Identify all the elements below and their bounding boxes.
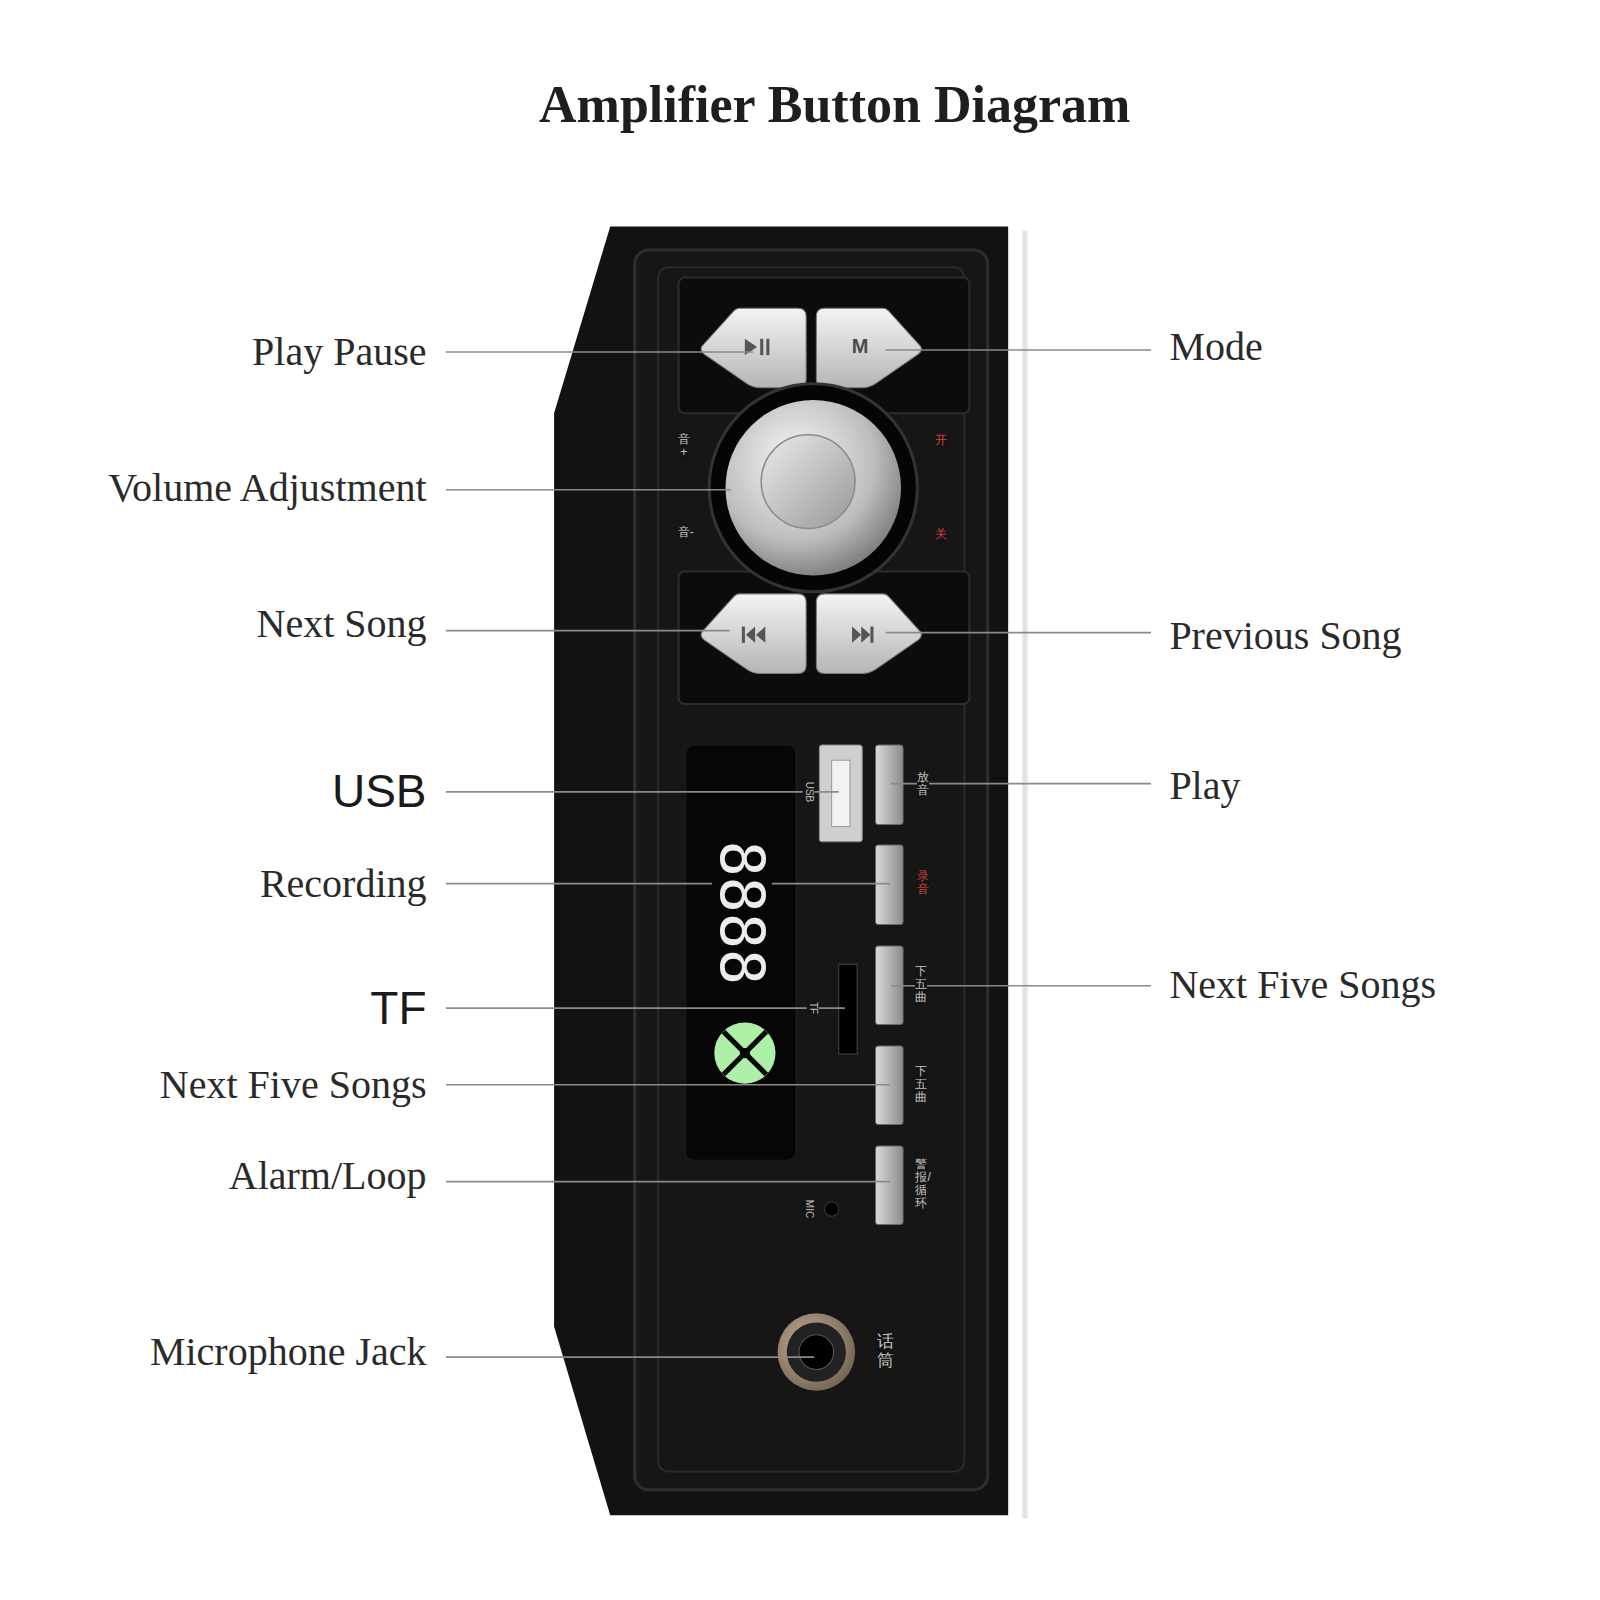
usb-port <box>819 745 862 842</box>
status-icon <box>740 1048 750 1058</box>
callout-label: Play <box>1169 763 1240 809</box>
housing-body <box>554 227 1008 1516</box>
knob-ring <box>709 384 917 592</box>
mic-hole <box>824 1202 838 1216</box>
housing-edge <box>1022 231 1027 1519</box>
leader-line <box>886 349 1151 351</box>
button-text: M <box>852 334 869 357</box>
pause-icon <box>766 339 769 355</box>
leader-line <box>446 630 730 632</box>
diagram-title: Amplifier Button Diagram <box>539 75 1130 135</box>
leader-line <box>891 783 1151 785</box>
next-icon <box>870 627 873 643</box>
bottom-buttons <box>701 594 921 674</box>
callout-label: Volume Adjustment <box>108 465 426 511</box>
tf-slot <box>839 964 857 1054</box>
panel-marking: 警报/循环 <box>915 1157 927 1210</box>
skip-button <box>816 594 921 674</box>
leader-lines <box>446 350 1151 1357</box>
status-icon <box>723 1032 766 1075</box>
panel-bezel <box>658 267 964 1471</box>
play-pause-button <box>701 308 806 388</box>
panel-marking: 录音 <box>917 869 929 895</box>
leader-line <box>446 1181 890 1183</box>
panel-marking: 音+ <box>678 433 690 459</box>
callout-label: TF <box>370 982 426 1035</box>
callout-label: Alarm/Loop <box>229 1153 427 1199</box>
prev-icon <box>756 627 765 643</box>
mic-jack <box>787 1322 846 1381</box>
panel-marking: 音- <box>678 526 690 539</box>
callout-label: USB <box>332 764 427 817</box>
play-button <box>876 745 904 825</box>
ports <box>778 745 863 1391</box>
side-buttons <box>876 745 904 1225</box>
skip-icons <box>742 627 874 643</box>
knob-body <box>726 400 902 576</box>
callout-label: Recording <box>260 861 427 907</box>
leader-line <box>891 985 1151 987</box>
callout-label: Next Song <box>257 601 427 647</box>
callout-label: Microphone Jack <box>150 1329 427 1375</box>
leader-line <box>446 351 753 353</box>
panel-marking: 开 <box>935 434 947 447</box>
skip-button <box>701 594 806 674</box>
leader-line <box>446 1356 814 1358</box>
status-icon <box>723 1032 766 1075</box>
knob-cap <box>761 435 855 529</box>
prev-icon <box>746 627 755 643</box>
prev-icon <box>742 627 745 643</box>
usb-port <box>832 760 850 826</box>
leader-line <box>446 489 731 491</box>
top-buttons <box>701 308 921 388</box>
callout-label: Next Five Songs <box>1169 962 1436 1008</box>
pause-icon <box>760 339 763 355</box>
mic-jack <box>778 1313 856 1391</box>
housing <box>554 227 1027 1519</box>
lcd-window <box>686 745 796 1160</box>
leader-line <box>446 1007 845 1009</box>
port-marking: MIC <box>803 1199 815 1219</box>
panel-marking: 关 <box>935 528 947 541</box>
callout-label: Play Pause <box>252 329 426 375</box>
leader-line <box>886 632 1151 634</box>
alarm-loop-button <box>876 1146 904 1225</box>
port-marking: TF <box>808 1001 820 1015</box>
panel-marking: 下五曲 <box>915 965 927 1005</box>
front-panel <box>635 250 988 1490</box>
next-icon <box>852 627 861 643</box>
volume-knob <box>709 384 917 592</box>
status-icon <box>714 1022 775 1083</box>
mic-jack <box>799 1335 834 1370</box>
next-icon <box>861 627 870 643</box>
leader-line <box>446 791 839 793</box>
callout-label: Previous Song <box>1169 613 1401 659</box>
port-marking: USB <box>803 781 815 804</box>
leader-line <box>446 1084 890 1086</box>
mode-button <box>816 308 921 388</box>
leader-line <box>446 883 890 885</box>
panel-marking: 话筒 <box>877 1333 894 1370</box>
panel-marking: 下五曲 <box>915 1065 927 1105</box>
callout-label: Next Five Songs <box>160 1062 427 1108</box>
display-digits: 8888 <box>712 841 772 986</box>
callout-label: Mode <box>1169 324 1262 370</box>
record-button <box>876 845 904 925</box>
display <box>686 745 796 1160</box>
panel-marking: 放音 <box>917 770 929 796</box>
